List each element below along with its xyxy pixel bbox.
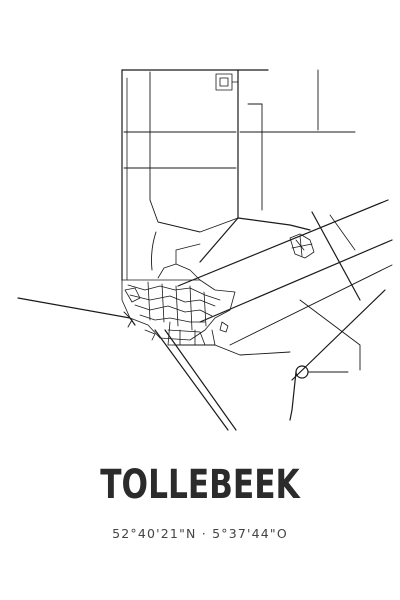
provincial-road <box>177 199 389 287</box>
street-map-drawing <box>17 69 393 431</box>
coordinates-label: 52°40'21"N · 5°37'44"O <box>112 526 288 541</box>
farm-north <box>215 73 239 91</box>
hamlet-east <box>289 233 315 259</box>
village-tollebeek <box>121 243 236 346</box>
west-road <box>17 297 136 326</box>
street-map <box>17 69 393 431</box>
roundabout <box>295 365 309 379</box>
place-title: TOLLEBEEK <box>100 462 300 508</box>
